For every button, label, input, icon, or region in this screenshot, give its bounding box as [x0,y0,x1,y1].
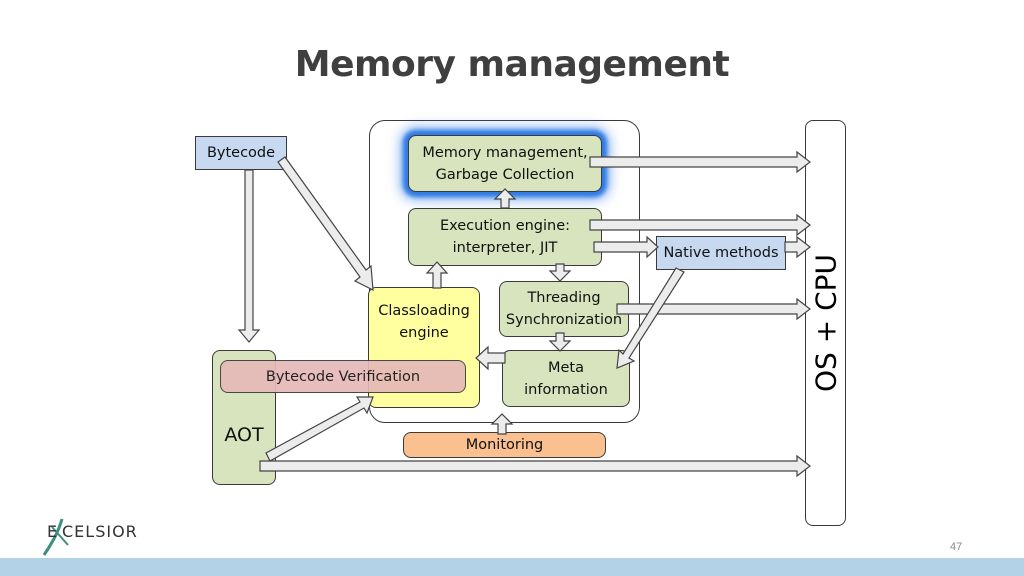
arrow-meta-to-classloading [475,345,506,371]
arrow-aot-to-classloading [265,396,374,462]
threading-node: Threading Synchronization [499,281,629,337]
meta-information-node: Meta information [502,350,630,407]
footer-bar [0,558,1024,576]
bytecode-node: Bytecode [195,136,287,170]
logo-letter-e: E [47,522,58,541]
arrow-memory-to-os [589,150,811,174]
page-number: 47 [950,541,963,553]
arrow-exec-to-threading [548,263,572,282]
memory-management-node: Memory management, Garbage Collection [408,135,602,192]
arrow-exec-to-memory [493,188,517,209]
arrow-classloading-to-exec [425,261,449,289]
bytecode-verification-node: Bytecode Verification [220,360,466,393]
arrow-monitoring-to-jvm [490,413,514,435]
native-methods-node: Native methods [656,236,786,270]
arrow-exec-to-native [593,235,659,259]
arrow-native-to-os [784,235,811,259]
excelsior-x-icon [42,518,69,556]
os-cpu-box [805,120,846,526]
arrow-exec-to-os [589,213,811,237]
arrow-native-to-meta [616,267,685,369]
arrow-bytecode-to-aot [237,169,261,343]
logo-text: CELSIOR [62,522,138,541]
slide-title: Memory management [294,44,730,85]
arrow-bytecode-to-classloading [277,156,374,292]
arrow-aot-to-os [259,454,811,478]
arrow-threading-to-meta [548,332,572,352]
